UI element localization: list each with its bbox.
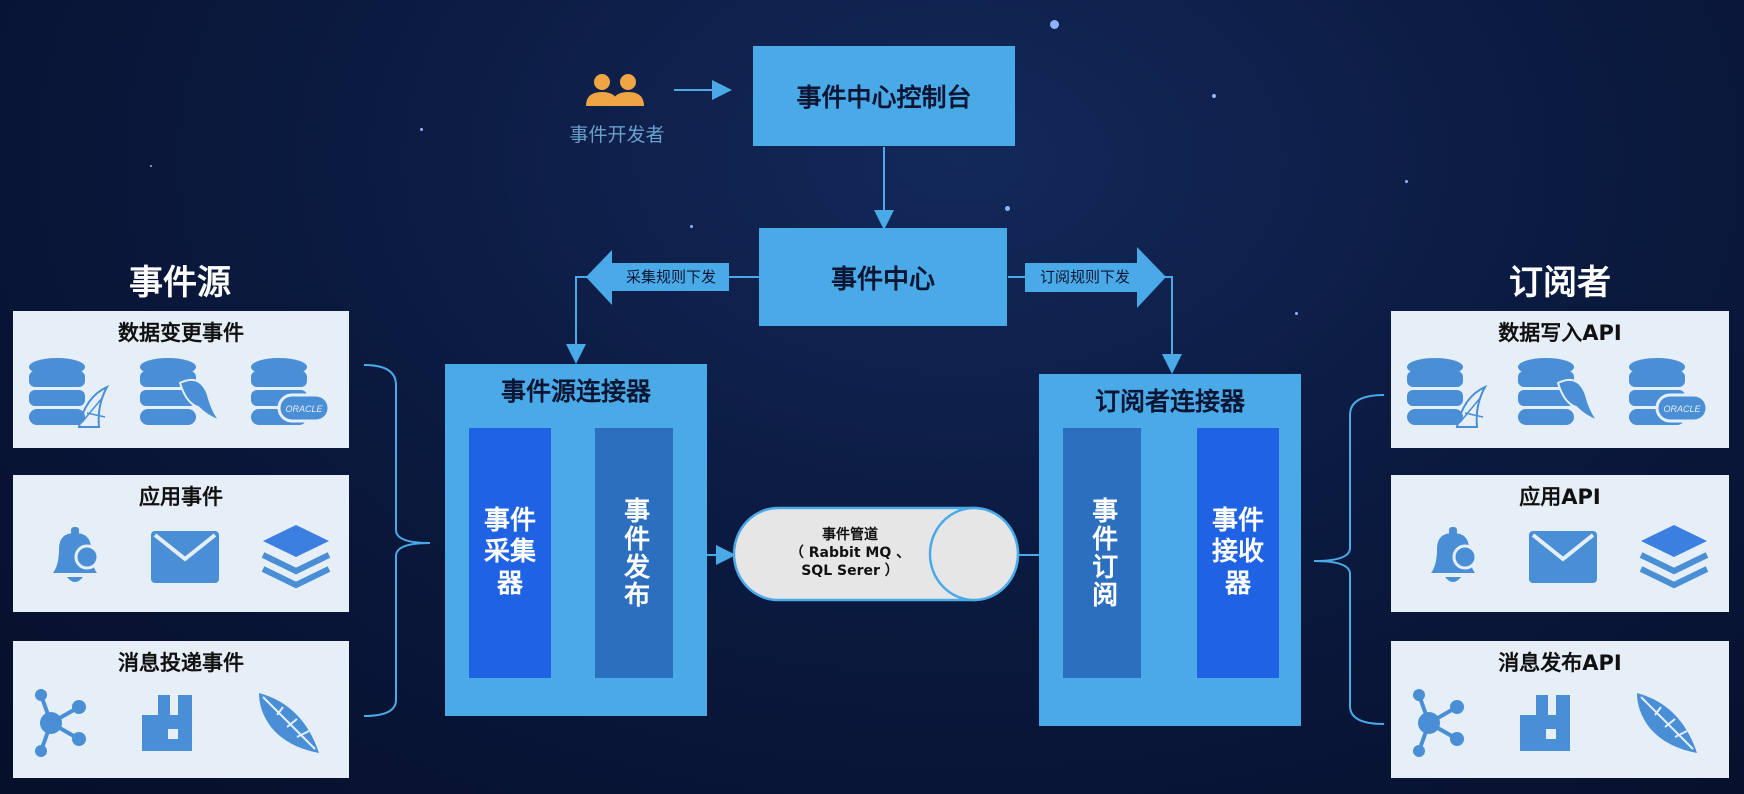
event-subscribe-label: 事件订阅	[1087, 497, 1118, 609]
collect-rule-label: 采集规则下发	[625, 268, 716, 286]
subscriber-connector-title: 订阅者连接器	[1094, 387, 1245, 416]
event-subscribe-box: 事件订阅	[1063, 428, 1141, 678]
subscriber-panel-data-write: 数据写入API ORACLE	[1391, 311, 1729, 448]
svg-text:ORACLE: ORACLE	[1663, 404, 1701, 414]
panel-title: 数据写入API	[1498, 321, 1622, 345]
event-receiver-box: 事件接收器	[1197, 428, 1279, 678]
source-brace	[363, 364, 431, 717]
oracle-database-icon: ORACLE	[1629, 358, 1709, 425]
panel-title: 数据变更事件	[118, 321, 244, 345]
event-publisher-box: 事件发布	[595, 428, 673, 678]
source-panel-message: 消息投递事件	[13, 641, 349, 778]
layers-icon	[1639, 525, 1709, 589]
event-publisher-label: 事件发布	[619, 497, 650, 609]
event-collector-box: 事件采集器	[469, 428, 551, 678]
rocketmq-feather-icon	[1637, 693, 1697, 753]
mail-icon	[151, 531, 219, 583]
subscriber-panel-message-api: 消息发布API	[1391, 641, 1729, 778]
source-connector: 事件源连接器 事件采集器 事件发布	[445, 364, 707, 716]
event-center-label: 事件中心	[830, 264, 935, 295]
source-title: 事件源	[129, 263, 231, 303]
notification-bell-icon	[1431, 527, 1478, 582]
pipeline-line3: SQL Serer ）	[801, 563, 899, 580]
subscriber-connector: 订阅者连接器 事件订阅 事件接收器	[1039, 374, 1301, 726]
pipeline-line2: （ Rabbit MQ 、	[789, 545, 911, 562]
console-box: 事件中心控制台	[753, 46, 1015, 146]
subscribe-rule-label: 订阅规则下发	[1039, 268, 1130, 286]
event-receiver-label: 事件接收器	[1211, 506, 1264, 599]
rocketmq-feather-icon	[259, 693, 319, 753]
collect-rule-arrow	[586, 250, 729, 305]
pipeline-line1: 事件管道	[822, 527, 878, 543]
mail-icon	[1529, 531, 1597, 583]
event-pipeline-cylinder	[732, 506, 1020, 602]
subscriber-title: 订阅者	[1509, 263, 1611, 303]
kafka-icon	[35, 689, 86, 757]
users-icon	[586, 74, 644, 106]
event-center-box: 事件中心	[759, 228, 1007, 326]
notification-bell-icon	[53, 527, 100, 582]
panel-title: 消息投递事件	[118, 651, 244, 675]
subscriber-brace	[1313, 394, 1385, 725]
rabbitmq-icon	[142, 695, 192, 751]
event-collector-label: 事件采集器	[483, 506, 536, 599]
oracle-database-icon: ORACLE	[251, 358, 331, 425]
kafka-icon	[1413, 689, 1464, 757]
panel-title: 消息发布API	[1498, 651, 1622, 675]
console-label: 事件中心控制台	[796, 83, 972, 112]
sqlserver-database-icon	[1407, 358, 1488, 428]
subscriber-panel-app-api: 应用API	[1391, 475, 1729, 612]
svg-text:ORACLE: ORACLE	[285, 404, 323, 414]
source-panel-data-change: 数据变更事件 ORACLE	[13, 311, 349, 448]
pipeline-label: 事件管道 （ Rabbit MQ 、 SQL Serer ）	[770, 526, 930, 581]
panel-title: 应用事件	[139, 485, 223, 509]
source-panel-app: 应用事件	[13, 475, 349, 612]
subscribe-rule-arrow	[1025, 247, 1166, 308]
mysql-database-icon	[1518, 358, 1600, 425]
panel-title: 应用API	[1519, 485, 1601, 509]
rabbitmq-icon	[1520, 695, 1570, 751]
source-connector-title: 事件源连接器	[500, 377, 651, 406]
developer-label: 事件开发者	[569, 124, 665, 146]
sqlserver-database-icon	[29, 358, 110, 428]
layers-icon	[261, 525, 331, 589]
mysql-database-icon	[140, 358, 222, 425]
